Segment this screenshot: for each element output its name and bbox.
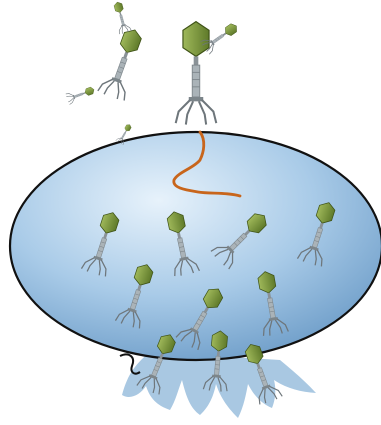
free-phage (98, 25, 149, 101)
free-phage (111, 0, 131, 34)
attaching-phage (176, 22, 217, 125)
free-phage (65, 84, 96, 104)
